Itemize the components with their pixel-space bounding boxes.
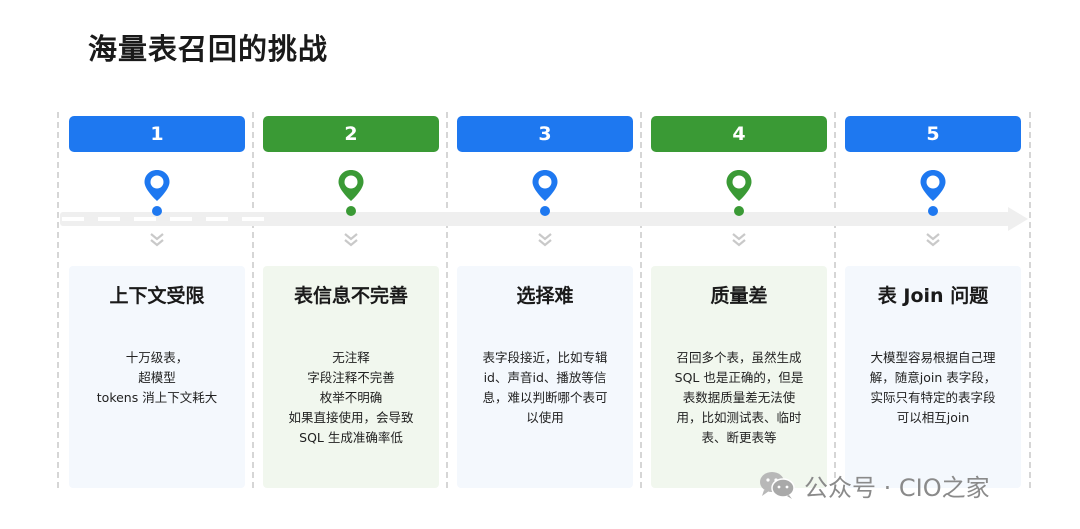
step-column-2: 2 表信息不完善无注释字段注释不完善枚举不明确如果直接使用，会导致 SQL 生成准确… [263, 116, 439, 488]
description-line: 用，比如测试表、临时 [676, 410, 802, 425]
challenge-card: 质量差召回多个表，虽然生成 SQL 也是正确的，但是表数据质量差无法使用，比如测试… [651, 266, 827, 488]
card-title: 上下文受限 [109, 284, 205, 307]
location-pin-icon [144, 170, 170, 201]
description-line: 十万级表， [125, 350, 189, 365]
challenge-card: 表信息不完善无注释字段注释不完善枚举不明确如果直接使用，会导致 SQL 生成准确率… [263, 266, 439, 488]
timeline-dot [152, 206, 162, 216]
card-description: 十万级表， 超模型 tokens 消上下文耗大 [75, 348, 239, 408]
card-description: 召回多个表，虽然生成 SQL 也是正确的，但是表数据质量差无法使用，比如测试表、临… [657, 348, 821, 448]
step-number-header: 1 [69, 116, 245, 152]
description-line: SQL 生成准确率低 [299, 430, 403, 445]
description-line: 超模型 [138, 370, 176, 385]
description-line: 大模型容易根据自己理 [870, 350, 996, 365]
double-chevron-down-icon [538, 233, 552, 247]
column-divider [834, 112, 836, 488]
description-line: id、声音id、播放等信 [483, 370, 607, 385]
double-chevron-down-icon [150, 233, 164, 247]
card-description: 大模型容易根据自己理解，随意join 表字段， 实际只有特定的表字段可以相互joi… [851, 348, 1015, 428]
card-title: 表 Join 问题 [877, 284, 989, 307]
card-title: 选择难 [516, 284, 574, 307]
timeline-dot [734, 206, 744, 216]
description-line: 解，随意join 表字段， [869, 370, 997, 385]
page-title: 海量表召回的挑战 [88, 32, 329, 66]
double-chevron-down-icon [926, 233, 940, 247]
timeline-dashes [62, 217, 272, 221]
card-title: 质量差 [710, 284, 768, 307]
card-description: 无注释字段注释不完善枚举不明确如果直接使用，会导致 SQL 生成准确率低 [269, 348, 433, 448]
description-line: 表、断更表等 [701, 430, 777, 445]
double-chevron-down-icon [344, 233, 358, 247]
step-number-header: 5 [845, 116, 1021, 152]
timeline-arrow-icon [1008, 207, 1028, 231]
column-divider [446, 112, 448, 488]
description-line: 表数据质量差无法使 [682, 390, 796, 405]
challenge-card: 选择难表字段接近，比如专辑 id、声音id、播放等信息，难以判断哪个表可以使用 [457, 266, 633, 488]
column-divider [252, 112, 254, 488]
step-number-header: 2 [263, 116, 439, 152]
description-line: 字段注释不完善 [307, 370, 395, 385]
description-line: 可以相互join [896, 410, 970, 425]
card-title: 表信息不完善 [293, 284, 408, 307]
column-divider [640, 112, 642, 488]
card-description: 表字段接近，比如专辑 id、声音id、播放等信息，难以判断哪个表可以使用 [463, 348, 627, 428]
description-line: 实际只有特定的表字段 [870, 390, 996, 405]
timeline-dot [540, 206, 550, 216]
description-line: 召回多个表，虽然生成 [676, 350, 802, 365]
challenge-card: 上下文受限十万级表， 超模型 tokens 消上下文耗大 [69, 266, 245, 488]
double-chevron-down-icon [732, 233, 746, 247]
step-number-header: 4 [651, 116, 827, 152]
step-column-3: 3 选择难表字段接近，比如专辑 id、声音id、播放等信息，难以判断哪个表可以使用 [457, 116, 633, 488]
step-column-4: 4 质量差召回多个表，虽然生成 SQL 也是正确的，但是表数据质量差无法使用，比如测… [651, 116, 827, 488]
challenge-card: 表 Join 问题大模型容易根据自己理解，随意join 表字段， 实际只有特定的表… [845, 266, 1021, 488]
step-column-1: 1 上下文受限十万级表， 超模型 tokens 消上下文耗大 [69, 116, 245, 488]
location-pin-icon [726, 170, 752, 201]
location-pin-icon [920, 170, 946, 201]
timeline-dot [928, 206, 938, 216]
description-line: tokens 消上下文耗大 [96, 390, 218, 405]
step-column-5: 5 表 Join 问题大模型容易根据自己理解，随意join 表字段， 实际只有特定的… [845, 116, 1021, 488]
description-line: 以使用 [526, 410, 564, 425]
timeline-track [60, 212, 1010, 226]
description-line: SQL 也是正确的，但是 [674, 370, 804, 385]
timeline-dot [346, 206, 356, 216]
description-line: 息，难以判断哪个表可 [482, 390, 608, 405]
location-pin-icon [532, 170, 558, 201]
wechat-icon [760, 472, 795, 499]
description-line: 表字段接近，比如专辑 [482, 350, 608, 365]
watermark-text: 公众号 · CIO之家 [804, 473, 990, 502]
column-divider [57, 112, 59, 488]
description-line: 枚举不明确 [319, 390, 383, 405]
watermark: 公众号 · CIO之家 [758, 468, 990, 502]
column-divider [1029, 112, 1031, 488]
location-pin-icon [338, 170, 364, 201]
description-line: 无注释 [332, 350, 370, 365]
description-line: 如果直接使用，会导致 [288, 410, 414, 425]
step-number-header: 3 [457, 116, 633, 152]
